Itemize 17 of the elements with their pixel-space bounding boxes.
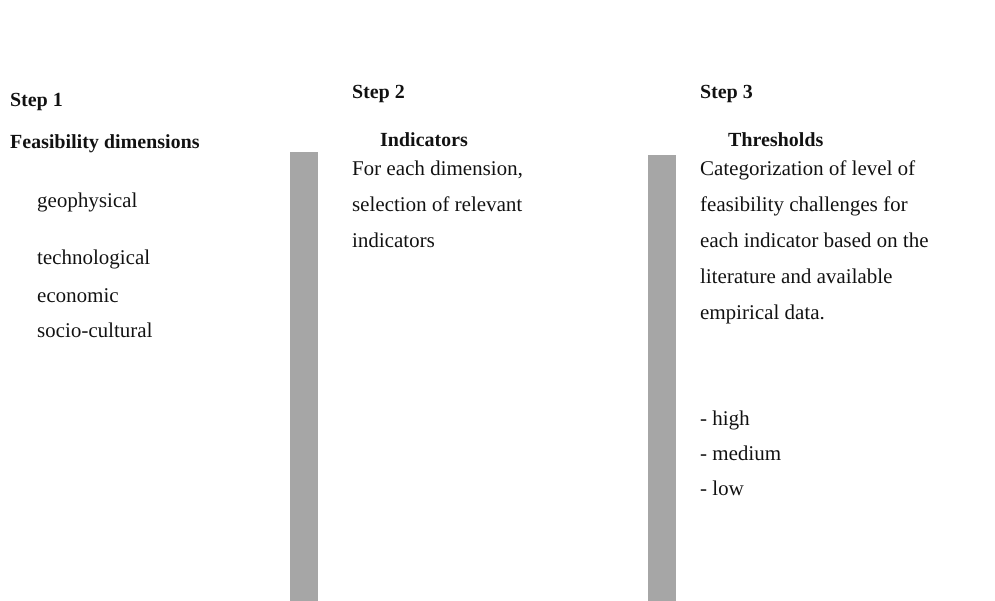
dimension-label: geophysical (37, 187, 138, 214)
dimension-label: economic (37, 282, 119, 309)
step-heading: Step 1 (10, 88, 63, 113)
column-heading: Thresholds (728, 128, 824, 153)
column-heading: Feasibility dimensions (10, 130, 200, 155)
description-text: For each dimension, selection of relevant indicators (352, 155, 524, 254)
dimension-label: socio-cultural (37, 317, 152, 344)
description-text: Categorization of level of feasibility challenges for each indicator based on the literature and available empirical data. (700, 155, 930, 326)
divider-bar (290, 152, 318, 601)
step-heading: Step 2 (352, 80, 405, 105)
level-label: - low (700, 475, 744, 502)
level-label: - high (700, 405, 750, 432)
dimension-label: technological (37, 244, 150, 271)
level-label: - medium (700, 440, 782, 467)
divider-bar (648, 155, 676, 601)
column-heading: Indicators (380, 128, 468, 153)
step-heading: Step 3 (700, 80, 753, 105)
